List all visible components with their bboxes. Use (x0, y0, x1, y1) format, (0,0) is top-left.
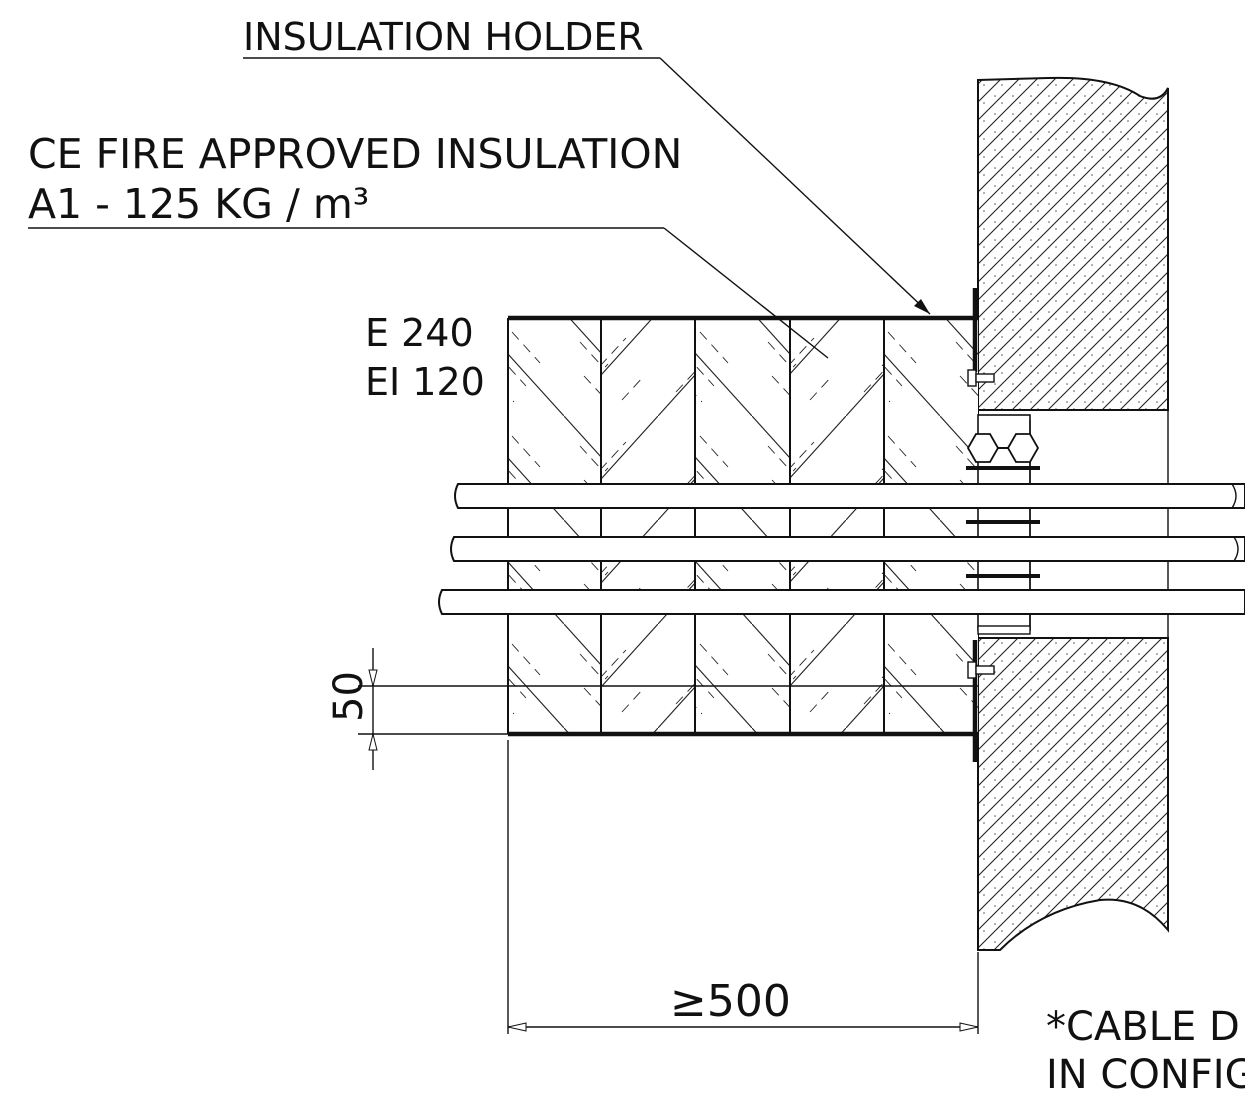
cable-3 (438, 589, 1245, 615)
dimension-thickness (358, 648, 508, 770)
label-insulation-holder: INSULATION HOLDER (243, 15, 644, 59)
label-insulation-line2: A1 - 125 KG / m³ (28, 180, 369, 228)
label-note-line2: IN CONFIG (1046, 1052, 1245, 1098)
cables (438, 483, 1245, 615)
label-dim-length: ≥500 (670, 976, 791, 1027)
wall-upper (977, 76, 1169, 411)
insulation-block (507, 315, 978, 737)
dimension-length (507, 740, 979, 1034)
label-insulation-line1: CE FIRE APPROVED INSULATION (28, 130, 682, 178)
label-rating-e: E 240 (365, 311, 474, 355)
cable-2 (450, 536, 1245, 562)
insulation-holder-brackets (967, 288, 995, 762)
cable-1 (454, 483, 1245, 509)
wall-lower (977, 637, 1169, 951)
leader-insulation (28, 227, 829, 359)
leader-insulation-holder (243, 57, 931, 315)
wall (977, 76, 1169, 951)
label-note-line1: *CABLE D (1046, 1004, 1240, 1050)
label-rating-ei: EI 120 (365, 360, 485, 404)
label-dim-thickness: 50 (326, 671, 372, 722)
